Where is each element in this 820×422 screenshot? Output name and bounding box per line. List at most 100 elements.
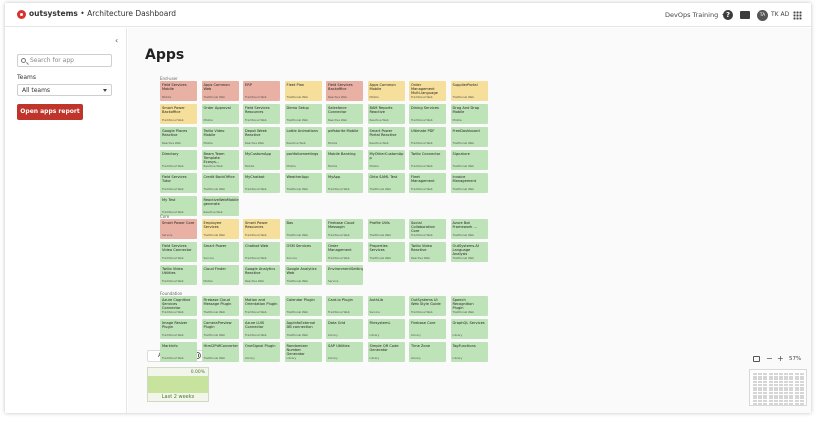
zoom-in-button[interactable]: + — [777, 354, 784, 363]
app-tile[interactable]: Beam Team Template Ecosys...Reactive Web — [201, 150, 239, 170]
avatar[interactable]: TA — [757, 10, 768, 21]
app-tile[interactable]: Azure Bot Framework ...Traditional Web — [450, 219, 488, 239]
open-apps-report-button[interactable]: Open apps report — [17, 104, 83, 120]
teams-select[interactable]: All teams — [17, 84, 112, 96]
fit-screen-icon[interactable] — [753, 356, 760, 362]
apps-grid-icon[interactable] — [793, 11, 802, 20]
user-name[interactable]: TK AD — [771, 11, 790, 18]
minimap[interactable] — [749, 369, 807, 406]
help-icon[interactable]: ? — [723, 10, 733, 20]
main-canvas[interactable]: Apps Apr 5, 2021 0.00% Last 2 weeks − + … — [128, 28, 811, 413]
timeline-widget[interactable]: 0.00% Last 2 weeks — [147, 367, 209, 402]
environment-selector[interactable]: DevOps Training — [665, 11, 729, 19]
brand-title[interactable]: outsystems • Architecture Dashboard — [29, 9, 176, 18]
zoom-out-button[interactable]: − — [766, 354, 773, 363]
outsystems-logo-icon[interactable] — [17, 10, 26, 19]
search-input[interactable]: Search for app — [17, 54, 112, 67]
collapse-sidebar-icon[interactable]: ‹ — [115, 36, 119, 45]
chat-icon[interactable] — [740, 11, 750, 19]
